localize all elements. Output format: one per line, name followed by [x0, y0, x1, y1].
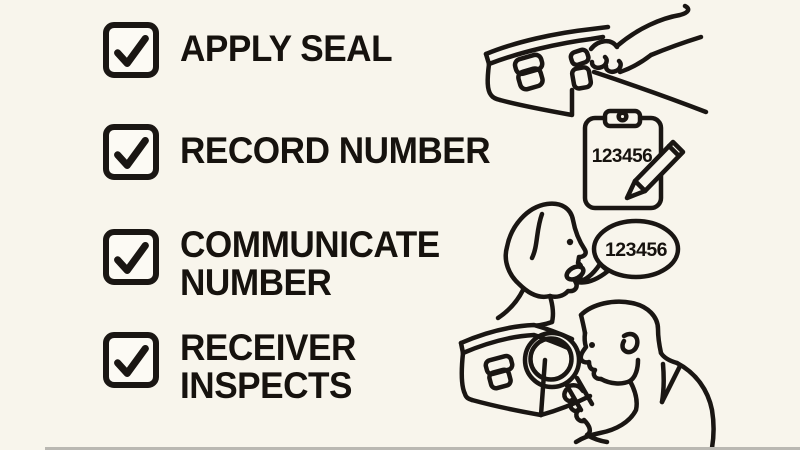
- hand-icon: [588, 3, 704, 75]
- checklist-label-communicate-number: COMMUNICATE NUMBER: [180, 226, 440, 302]
- label-line: APPLY SEAL: [180, 28, 393, 69]
- checkbox-apply-seal-icon[interactable]: [103, 22, 159, 78]
- checkbox-record-number-icon[interactable]: [103, 124, 159, 180]
- bottom-edge-bar: [45, 447, 800, 450]
- case-icon: [483, 24, 709, 118]
- checkbox-receiver-inspects-icon[interactable]: [103, 332, 159, 388]
- label-line: RECORD NUMBER: [180, 130, 491, 171]
- checklist-label-receiver-inspects: RECEIVER INSPECTS: [180, 329, 356, 405]
- checklist-label-record-number: RECORD NUMBER: [180, 130, 491, 171]
- label-line: INSPECTS: [180, 365, 352, 406]
- receiver-inspects-illustration: [458, 299, 716, 450]
- pencil-icon: [624, 139, 686, 201]
- label-line: NUMBER: [180, 262, 332, 303]
- record-number-illustration: 123456: [582, 108, 686, 211]
- inspecting-person-icon: [573, 299, 716, 450]
- speech-bubble-number: 123456: [605, 239, 668, 261]
- checklist-label-apply-seal: APPLY SEAL: [180, 28, 393, 69]
- clipboard-number: 123456: [592, 146, 652, 167]
- apply-seal-illustration: [483, 3, 709, 118]
- label-line: COMMUNICATE: [180, 224, 440, 265]
- speech-bubble: [574, 218, 681, 285]
- seal-tag-icon: [568, 47, 594, 91]
- checkbox-communicate-number-icon[interactable]: [103, 229, 159, 285]
- label-line: RECEIVER: [180, 327, 356, 368]
